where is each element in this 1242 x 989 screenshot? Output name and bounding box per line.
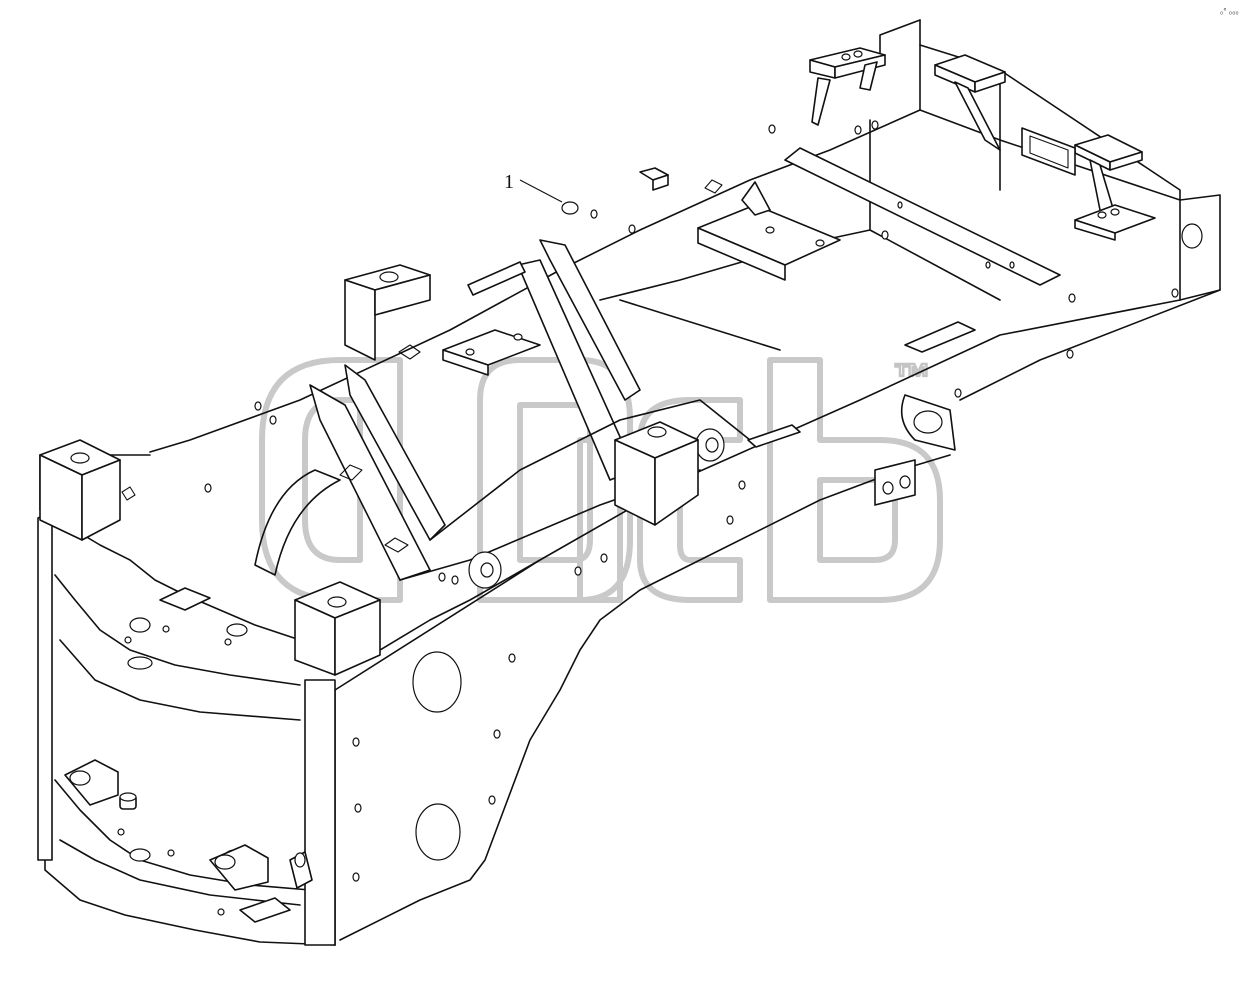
trademark-symbol: ™ [893, 357, 931, 399]
pad-far-1 [809, 47, 886, 126]
pad-far-2 [934, 54, 1006, 151]
pad-far-4 [1074, 204, 1156, 241]
pad-block-4 [614, 421, 699, 526]
bolt-holes [117, 120, 1179, 916]
pad-far-3 [1074, 134, 1143, 216]
callout-1: 1 [504, 171, 579, 215]
callout-label-1: 1 [504, 171, 514, 193]
pad-block-1 [344, 264, 431, 361]
pad-block-3 [294, 581, 381, 676]
pad-block-2 [39, 439, 121, 541]
corner-mark: ₀° ₀₀₀ [1220, 7, 1239, 16]
mounting-pads [39, 47, 1156, 923]
